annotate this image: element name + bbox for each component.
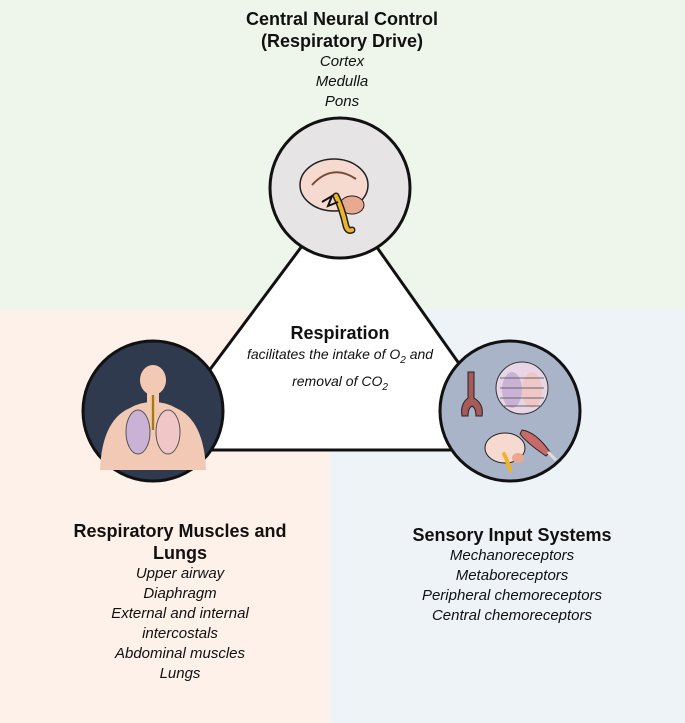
sensory-input-item: Metaboreceptors [455,567,569,584]
brain-small-icon [484,432,526,472]
sensory-input-item: Peripheral chemoreceptors [421,587,603,604]
sensory-input-item: Central chemoreceptors [431,607,593,624]
muscles-lungs-item: Lungs [159,665,201,682]
desc-subscript: 2 [400,354,406,366]
desc-part: facilitates the intake of O [246,346,401,362]
torso-lungs-icon [81,339,225,483]
respiration-title: Respiration [290,323,390,343]
muscles-lungs-item: External and internal [111,605,249,622]
muscle-icon [519,429,558,462]
muscles-lungs-title-line1: Respiratory Muscles and [73,521,287,541]
central-control-item: Cortex [319,53,365,70]
desc-part: and [405,346,434,362]
muscles-lungs-item: intercostals [142,625,218,642]
respiration-description: facilitates the intake of O2 and removal… [205,344,475,398]
sensory-icons-group [438,339,582,483]
respiration-triangle [148,193,522,452]
central-control-title-line2: (Respiratory Drive) [260,31,424,51]
central-control-title-line1: Central Neural Control [245,9,439,29]
sensory-input-item: Mechanoreceptors [449,547,575,564]
central-control-item: Medulla [315,73,369,90]
central-control-label: Central Neural Control (Respiratory Driv… [192,8,492,112]
sensory-input-title: Sensory Input Systems [412,525,612,545]
airway-icon [461,371,483,417]
sensory-input-label: Sensory Input Systems Mechanoreceptors M… [382,524,642,626]
muscles-lungs-item: Diaphragm [143,585,217,602]
ribcage-lungs-icon [495,361,549,415]
desc-subscript: 2 [382,381,388,393]
respiration-label: Respiration facilitates the intake of O2… [205,322,475,398]
desc-part: removal of CO [292,372,383,389]
muscles-lungs-title-line2: Lungs [153,543,207,563]
muscles-lungs-label: Respiratory Muscles and Lungs Upper airw… [40,520,320,684]
muscles-lungs-item: Abdominal muscles [114,645,246,662]
muscles-lungs-item: Upper airway [135,565,225,582]
central-control-item: Pons [324,93,360,110]
brain-icon [268,116,412,260]
